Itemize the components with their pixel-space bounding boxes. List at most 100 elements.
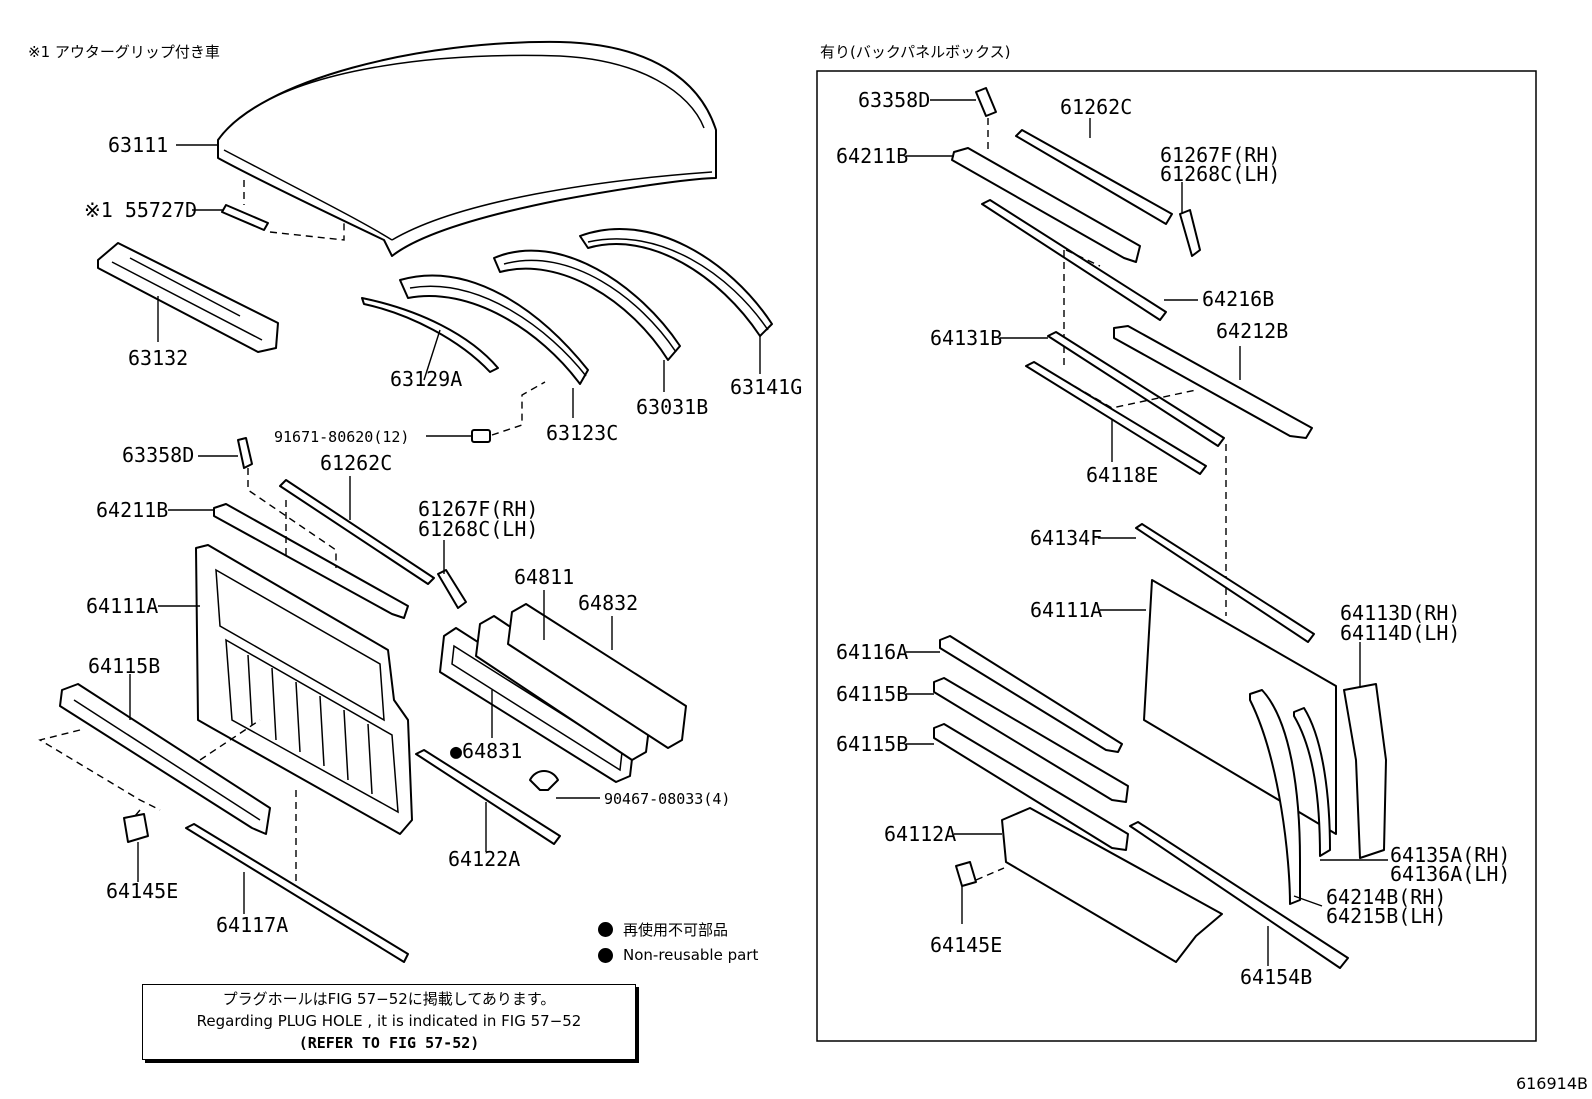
r-panel-cover-part xyxy=(1113,325,1313,439)
roof-bow-rear-part xyxy=(579,227,773,337)
back-upper-rail-part xyxy=(213,503,409,619)
r-corner-bracket-part xyxy=(1179,209,1201,257)
back-bottom-strip-part xyxy=(185,823,409,963)
legend: 再使用不可部品 Non-reusable part xyxy=(598,916,798,968)
label-91671: 91671-80620(12) xyxy=(274,428,409,446)
right-section-frame xyxy=(816,70,1537,1042)
label-64122A: 64122A xyxy=(448,847,520,871)
r-side-trim-part xyxy=(1293,707,1331,857)
r-reinforcement-lower-part xyxy=(933,723,1129,851)
r-dash-mid xyxy=(1063,249,1101,370)
label-55727D: ※1 55727D xyxy=(84,198,197,222)
label-90467: 90467-08033(4) xyxy=(604,790,730,808)
r-panel-strip-part xyxy=(1047,331,1225,447)
label-64215B: 64215B(LH) xyxy=(1326,904,1446,928)
label-63141G: 63141G xyxy=(730,375,802,399)
label-64211B-left: 64211B xyxy=(96,498,168,522)
back-strip-part xyxy=(279,479,435,585)
label-64135A: 64135A(RH) xyxy=(1390,843,1510,867)
dash-back-lower xyxy=(38,719,297,890)
non-reusable-dot-icon xyxy=(598,947,613,963)
roof-strip-part xyxy=(361,297,499,373)
legend-jp: 再使用不可部品 xyxy=(623,920,729,939)
r-small-bracket-part xyxy=(955,861,977,887)
dash-back-upper xyxy=(247,468,337,568)
r-panel-box-part xyxy=(1001,807,1223,963)
label-64115B-right-1: 64115B xyxy=(836,682,908,706)
label-63358D-right: 63358D xyxy=(858,88,930,112)
label-64832: 64832 xyxy=(578,591,638,615)
label-64117A: 64117A xyxy=(216,913,288,937)
dash-roof xyxy=(243,180,345,241)
corner-bracket-part xyxy=(437,569,467,609)
label-63123C: 63123C xyxy=(546,421,618,445)
grip-strip-part xyxy=(221,204,269,231)
r-reinforcement-upper-part xyxy=(939,635,1123,753)
left-header: ※1 アウターグリップ付き車 xyxy=(28,43,220,61)
r-back-panel-part xyxy=(1143,579,1337,835)
label-63031B: 63031B xyxy=(636,395,708,419)
label-64145E-left: 64145E xyxy=(106,879,178,903)
r-upper-reinforcement-part xyxy=(981,199,1167,321)
legend-row-en: Non-reusable part xyxy=(598,942,798,968)
figure-id: 616914B xyxy=(1515,1074,1588,1093)
label-64214B: 64214B(RH) xyxy=(1326,885,1446,909)
back-lower-reinforcement-part xyxy=(59,683,271,835)
label-64115B-right-2: 64115B xyxy=(836,732,908,756)
label-64154B: 64154B xyxy=(1240,965,1312,989)
label-63129A: 63129A xyxy=(390,367,462,391)
r-side-pillar-part xyxy=(1249,689,1301,905)
label-64811: 64811 xyxy=(514,565,574,589)
r-panel-top-strip-part xyxy=(1135,523,1315,643)
label-64145E-right: 64145E xyxy=(930,933,1002,957)
label-64831: ●64831 xyxy=(450,739,522,763)
label-64216B: 64216B xyxy=(1202,287,1274,311)
legend-en: Non-reusable part xyxy=(623,946,759,964)
note-ref: (REFER TO FIG 57-52) xyxy=(298,1034,480,1052)
plug-hole-note: プラグホールはFIG 57−52に掲載してあります。 Regarding PLU… xyxy=(142,984,636,1060)
label-61267F-left: 61267F(RH) xyxy=(418,497,538,521)
roof-panel-part xyxy=(217,40,717,257)
label-63132: 63132 xyxy=(128,346,188,370)
label-63358D-left: 63358D xyxy=(122,443,194,467)
bolt-part xyxy=(471,381,546,443)
r-back-strip-part xyxy=(1015,129,1173,225)
label-64111A-right: 64111A xyxy=(1030,598,1102,622)
back-window-weatherstrip-part xyxy=(507,603,687,749)
label-61262C-left: 61262C xyxy=(320,451,392,475)
back-lower-strip-part xyxy=(415,749,561,845)
clip-part xyxy=(529,770,559,791)
non-reusable-dot-icon xyxy=(598,921,613,937)
right-leader-lines xyxy=(906,99,1388,966)
front-header-part xyxy=(97,242,279,353)
label-64136A: 64136A(LH) xyxy=(1390,862,1510,886)
label-61268C-right: 61268C(LH) xyxy=(1160,162,1280,186)
r-lower-strip-part xyxy=(1025,361,1207,475)
small-bracket-part xyxy=(123,813,149,843)
legend-row-jp: 再使用不可部品 xyxy=(598,916,798,942)
r-dash-lower xyxy=(1063,379,1227,616)
r-bracket-part xyxy=(975,87,997,117)
label-64116A: 64116A xyxy=(836,640,908,664)
label-63111: 63111 xyxy=(108,133,168,157)
label-64115B-left: 64115B xyxy=(88,654,160,678)
label-64134F: 64134F xyxy=(1030,526,1102,550)
bracket-part xyxy=(237,437,253,469)
back-panel-part xyxy=(195,544,413,835)
roof-bow-front-part xyxy=(399,274,589,385)
label-64211B-right: 64211B xyxy=(836,144,908,168)
note-en: Regarding PLUG HOLE , it is indicated in… xyxy=(196,1012,582,1030)
right-header: 有り(バックパネルボックス) xyxy=(820,43,1011,61)
r-side-panel-part xyxy=(1343,683,1387,859)
label-64118E: 64118E xyxy=(1086,463,1158,487)
label-61262C-right: 61262C xyxy=(1060,95,1132,119)
label-61268C-left: 61268C(LH) xyxy=(418,517,538,541)
label-64131B: 64131B xyxy=(930,326,1002,350)
label-64111A-left: 64111A xyxy=(86,594,158,618)
label-64114D: 64114D(LH) xyxy=(1340,621,1460,645)
r-dash-bracket xyxy=(975,867,1005,881)
roof-bow-mid-part xyxy=(493,249,681,361)
r-reinforcement-mid-part xyxy=(933,677,1129,803)
